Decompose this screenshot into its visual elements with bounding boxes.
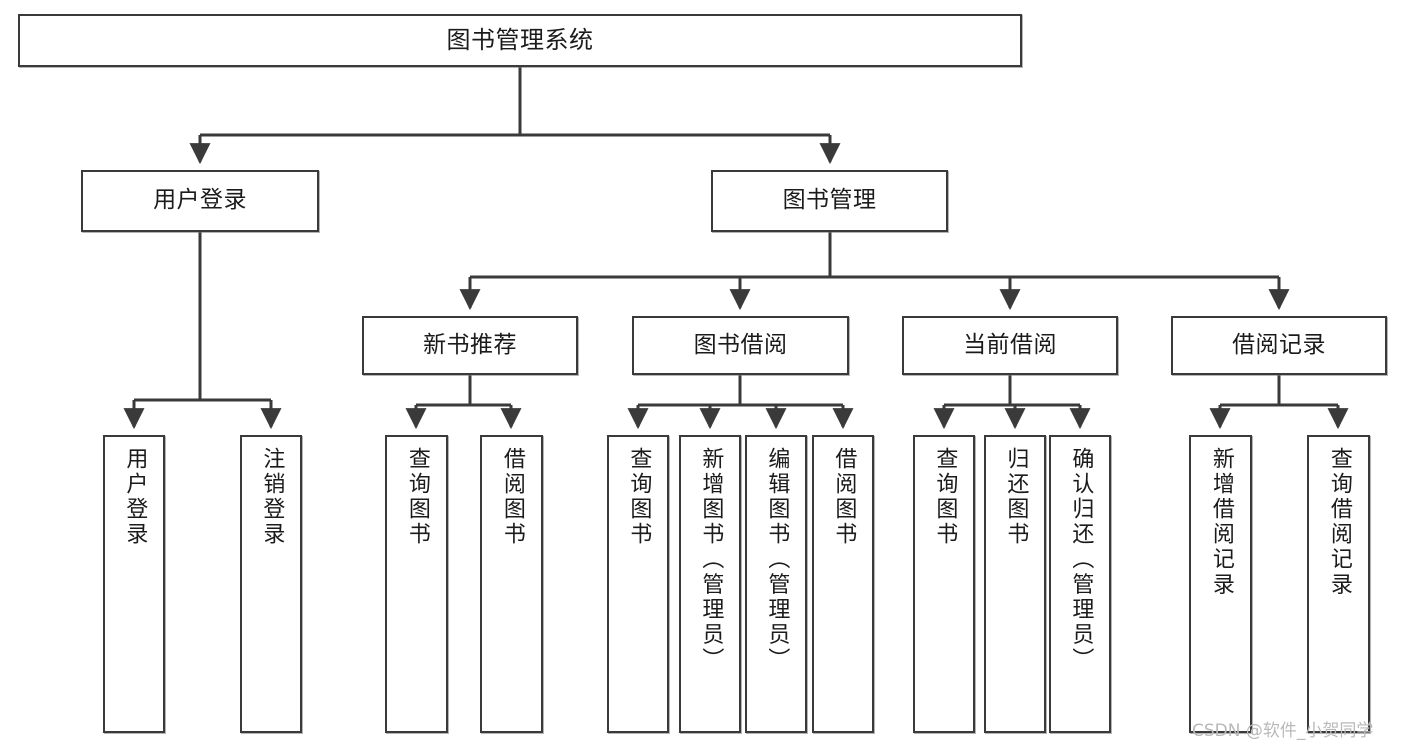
node-book-borrow-label: 图书借阅	[693, 331, 788, 358]
node-current-borrow[interactable]: 当前借阅	[902, 316, 1118, 375]
leaf-user-login[interactable]: 用户登录	[103, 435, 165, 733]
leaf-add-borrow-record-label: 新增借阅记录	[1208, 447, 1234, 598]
leaf-query-book-current-label: 查询图书	[932, 447, 958, 548]
node-book-borrow[interactable]: 图书借阅	[632, 316, 849, 375]
node-book-management-label: 图书管理	[782, 187, 877, 214]
csdn-watermark: CSDN @软件_小贺同学	[1192, 716, 1373, 741]
leaf-return-book[interactable]: 归还图书	[984, 435, 1046, 733]
leaf-user-login-label: 用户登录	[122, 447, 148, 548]
leaf-return-book-label: 归还图书	[1003, 447, 1029, 548]
node-current-borrow-label: 当前借阅	[963, 331, 1057, 358]
leaf-borrow-book[interactable]: 借阅图书	[812, 435, 874, 733]
leaf-confirm-return-admin[interactable]: 确认归还（管理员）	[1049, 435, 1111, 733]
leaf-add-borrow-record[interactable]: 新增借阅记录	[1189, 435, 1252, 733]
leaf-query-borrow-record[interactable]: 查询借阅记录	[1307, 435, 1370, 733]
node-user-login-label: 用户登录	[153, 187, 247, 214]
node-root[interactable]: 图书管理系统	[18, 14, 1022, 67]
node-borrow-record-label: 借阅记录	[1232, 331, 1326, 358]
leaf-borrow-book-recommend[interactable]: 借阅图书	[480, 435, 543, 733]
leaf-query-book-borrow-label: 查询图书	[626, 447, 652, 548]
node-user-login[interactable]: 用户登录	[81, 170, 319, 232]
leaf-borrow-book-label: 借阅图书	[831, 447, 857, 548]
leaf-edit-book-admin[interactable]: 编辑图书（管理员）	[745, 435, 807, 733]
csdn-watermark-text: CSDN @软件_小贺同学	[1192, 721, 1374, 741]
leaf-add-book-admin-label: 新增图书（管理员）	[698, 447, 724, 673]
leaf-query-book-recommend-label: 查询图书	[404, 447, 430, 548]
leaf-add-book-admin[interactable]: 新增图书（管理员）	[679, 435, 741, 733]
leaf-query-book-recommend[interactable]: 查询图书	[385, 435, 448, 733]
leaf-confirm-return-admin-label: 确认归还（管理员）	[1068, 447, 1094, 673]
leaf-query-borrow-record-label: 查询借阅记录	[1326, 447, 1352, 598]
node-new-book-recommend[interactable]: 新书推荐	[362, 316, 578, 375]
leaf-query-book-borrow[interactable]: 查询图书	[607, 435, 669, 733]
leaf-borrow-book-recommend-label: 借阅图书	[499, 447, 525, 548]
node-book-management[interactable]: 图书管理	[711, 170, 948, 232]
node-new-book-recommend-label: 新书推荐	[423, 331, 517, 358]
node-root-label: 图书管理系统	[446, 26, 594, 55]
node-borrow-record[interactable]: 借阅记录	[1171, 316, 1387, 375]
leaf-edit-book-admin-label: 编辑图书（管理员）	[764, 447, 790, 673]
leaf-logout-label: 注销登录	[259, 447, 285, 548]
leaf-query-book-current[interactable]: 查询图书	[913, 435, 975, 733]
leaf-logout[interactable]: 注销登录	[240, 435, 302, 733]
